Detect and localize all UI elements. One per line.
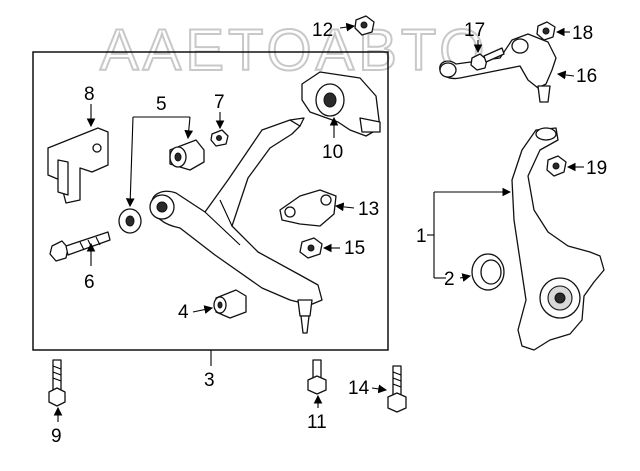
callout-15: 15 xyxy=(344,238,365,259)
leader-lines xyxy=(53,22,584,422)
steering-knuckle-part-1 xyxy=(511,127,605,351)
callout-16: 16 xyxy=(576,66,597,87)
bolt-part-9 xyxy=(48,359,66,407)
bolt-part-11 xyxy=(307,359,327,395)
callout-2: 2 xyxy=(444,269,455,290)
callout-1: 1 xyxy=(416,226,427,247)
callout-13: 13 xyxy=(358,199,379,220)
bolt-part-6 xyxy=(49,231,111,262)
nut-part-15 xyxy=(299,237,323,259)
washer-part-5b xyxy=(118,208,142,234)
bolt-part-14 xyxy=(387,365,407,413)
nut-part-12 xyxy=(354,15,375,36)
callout-7: 7 xyxy=(214,92,225,113)
watermark: AAETOABTO xyxy=(100,18,488,83)
callout-4: 4 xyxy=(178,302,189,323)
callout-12: 12 xyxy=(312,20,333,41)
callout-9: 9 xyxy=(51,426,62,447)
callout-19: 19 xyxy=(586,158,607,179)
callout-14: 14 xyxy=(348,378,370,399)
callout-3: 3 xyxy=(204,370,215,391)
callout-8: 8 xyxy=(84,84,95,105)
bearing-part-2 xyxy=(471,253,505,291)
bushing-part-5a xyxy=(169,139,205,171)
bolt-part-17 xyxy=(470,47,505,71)
callout-17: 17 xyxy=(464,20,485,41)
lower-control-arm-part-3 xyxy=(149,117,323,334)
bracket-part-8 xyxy=(47,127,109,204)
callout-5: 5 xyxy=(156,94,167,115)
nut-part-18 xyxy=(536,21,556,41)
mount-bracket-part-10 xyxy=(301,71,381,137)
bracket-part-13 xyxy=(279,189,337,227)
callout-11: 11 xyxy=(307,412,327,433)
callout-labels: 8 5 7 6 4 3 10 12 13 15 9 11 14 17 18 16… xyxy=(51,20,607,447)
nut-part-7 xyxy=(210,129,229,147)
bushing-part-4 xyxy=(213,289,247,319)
callout-18: 18 xyxy=(572,23,593,44)
callout-6: 6 xyxy=(84,272,95,293)
callout-10: 10 xyxy=(322,142,343,163)
upper-control-arm-part-16 xyxy=(439,33,557,103)
nut-part-19 xyxy=(546,155,567,177)
